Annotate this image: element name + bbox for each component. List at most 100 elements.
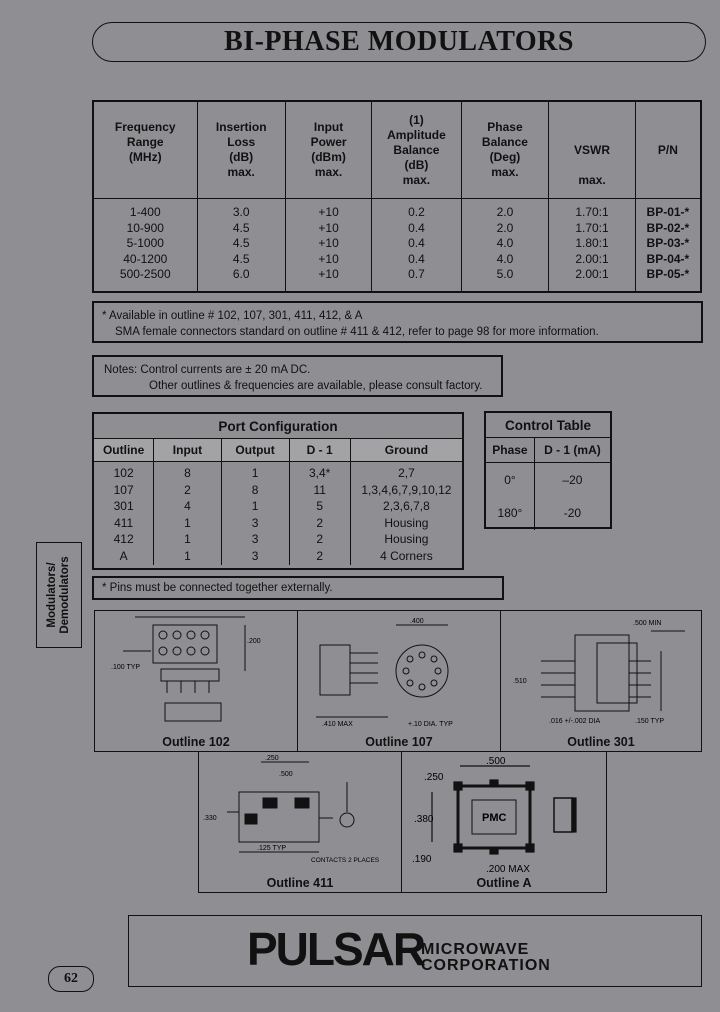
o301-dim-500min: .500 MIN [633,620,661,627]
spec-cell: BP-05-* [646,267,690,281]
spec-cell: 40-1200 [123,251,168,266]
outline-107-label: Outline 107 [365,735,433,749]
spec-header-line: P/N [657,142,678,157]
o301-dim-150: .150 TYP [635,718,664,725]
port-cell: 3 [221,514,290,532]
control-notes-line2: Other outlines & frequencies are availab… [149,380,483,392]
outline-102-diagram: .200 .100 TYP [111,616,261,722]
port-cell: 412 [94,531,155,548]
spec-header-line [551,113,632,128]
spec-header-line [551,128,632,143]
oa-dim-500: .500 [486,756,506,767]
port-cell: 301 [94,498,155,515]
spec-header-line: VSWR [574,142,611,157]
port-cell: 1 [153,514,222,532]
o102-dim-100: .100 TYP [111,664,140,671]
spec-header-line: Frequency [114,120,176,134]
control-notes: Notes: Control currents are ± 20 mA DC. … [92,355,503,397]
port-cell: Housing [384,515,429,530]
port-cell: A [94,547,155,565]
spec-header-line: max. [227,165,255,179]
spec-header-line: (Deg) [489,150,521,164]
outline-102-drawing: .200 .100 TYP Outline 102 [94,610,298,752]
page-number: 62 [48,966,94,992]
spec-header-line: Insertion [215,120,267,134]
o411-dim-330: .330 [203,815,217,822]
spec-cell: 0.4 [408,251,425,266]
port-header-cell: Input [153,439,222,462]
spec-cell: 0.2 [408,205,425,219]
spec-header-cell: P/N [635,102,700,199]
outline-301-drawing: .500 MIN .510 .150 TYP .016 +/-.002 DIA … [500,610,702,752]
spec-header-line: (dB) [404,157,429,172]
outline-a-label: Outline A [476,876,532,890]
port-cell: 8 [221,481,290,499]
spec-header-line [96,165,195,180]
o411-dim-250: .250 [265,755,279,762]
outline-301-label: Outline 301 [567,735,635,749]
spec-header-line [551,158,632,173]
spec-header-line: Phase [487,120,523,134]
outline-301-diagram: .500 MIN .510 .150 TYP .016 +/-.002 DIA [513,620,685,725]
pulsar-logo-box: PULSAR MICROWAVE CORPORATION [128,915,702,987]
spec-header-line: Loss [227,135,256,149]
port-cell: 5 [289,498,351,515]
port-cell: 411 [94,514,155,532]
port-cell: 2,3,6,7,8 [383,499,430,514]
availability-note: * Available in outline # 102, 107, 301, … [92,301,703,343]
port-cell: 2,7 [398,466,415,480]
control-cell: –20 [562,472,583,487]
spec-header-line: Input [313,120,344,134]
oa-dim-250: .250 [424,772,444,783]
port-cell: 4 [153,498,222,515]
section-side-tab: Modulators/ Demodulators [36,542,82,648]
spec-cell: 4.0 [496,251,514,266]
spec-cell: BP-03-* [646,236,690,250]
outline-411-diagram: .250 .500 .330 .125 TYP CONTACTS 2 PLACE… [203,755,380,864]
spec-cell: 3.0 [232,205,250,219]
pulsar-logo: PULSAR [247,923,426,975]
outline-107-diagram: .400 .410 MAX +.10 DIA. TYP [316,618,453,728]
control-table-title: Control Table [486,413,610,438]
spec-cell: 1.70:1 [575,220,609,235]
spec-cell: +10 [318,251,339,266]
o411-contacts: CONTACTS 2 PLACES [311,857,380,864]
spec-cell: 2.0 [496,220,514,235]
outline-a-diagram: .250 .500 .380 .190 .200 MAX PMC [412,756,577,875]
port-header-cell: Outline [94,439,155,462]
spec-cell: 500-2500 [119,267,171,281]
spec-cell: 5.0 [496,267,514,281]
o301-dim-016: .016 +/-.002 DIA [549,718,601,725]
port-cell: 1 [221,461,290,482]
spec-header-line: max. [578,172,606,187]
spec-cell: 1.70:1 [575,205,609,219]
oa-dim-380: .380 [414,814,434,825]
port-cell: 2 [153,481,222,499]
spec-cell: 4.5 [232,251,250,266]
spec-header-line: (1) [409,112,424,127]
port-cell: 1,3,4,6,7,9,10,12 [361,482,452,497]
spec-cell: +10 [318,220,339,235]
pins-note-text: * Pins must be connected together extern… [102,582,333,594]
o411-dim-500: .500 [279,771,293,778]
availability-note-line2: SMA female connectors standard on outlin… [115,326,599,338]
port-cell: 1 [153,547,222,565]
outline-a-drawing: .250 .500 .380 .190 .200 MAX PMC Outline… [401,751,607,893]
page-title-banner: BI-PHASE MODULATORS [92,22,706,62]
spec-cell: 1.80:1 [575,236,609,250]
oa-dim-200max: .200 MAX [486,864,530,874]
spec-cell: 2.0 [496,205,514,219]
spec-column: BP-01-*BP-02-*BP-03-*BP-04-*BP-05-* [635,199,700,292]
port-cell: 107 [94,481,155,499]
logo-microwave: MICROWAVE [421,941,530,958]
outline-102-label: Outline 102 [162,735,230,749]
